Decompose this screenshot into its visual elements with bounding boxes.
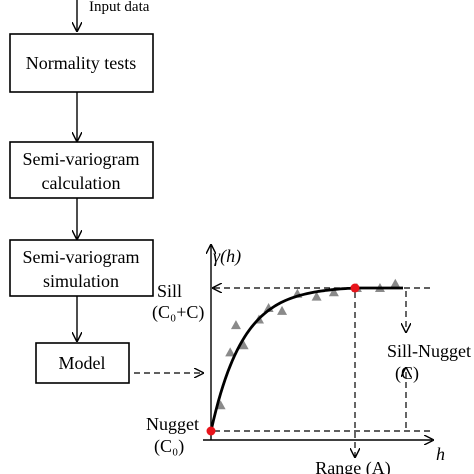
nugget-label: Nugget	[146, 414, 199, 434]
sill-nugget-formula: (C)	[395, 363, 419, 384]
sill-formula: (C₀+C)	[152, 302, 204, 323]
sill-point	[350, 283, 360, 293]
y-axis-label: γ(h)	[213, 246, 241, 267]
observed-point-9	[311, 291, 322, 301]
step-semivariogram-calculation[interactable]: Semi-variogram calculation	[9, 141, 154, 199]
sill-nugget-label: Sill-Nugget	[387, 341, 471, 361]
observed-point-2	[225, 347, 236, 357]
step-label: Normality tests	[26, 53, 137, 73]
step-box	[9, 141, 154, 199]
step-label: Model	[59, 353, 106, 373]
fitted-model-curve	[209, 286, 403, 432]
step-label-line1: Semi-variogram	[23, 247, 140, 267]
observed-points	[215, 278, 401, 410]
step-normality-tests[interactable]: Normality tests	[9, 33, 154, 93]
semivariogram-graph: γ(h) h Sill (C₀+C) Nugget (C₀) Sill-Nugg…	[146, 246, 471, 474]
step-model[interactable]: Model	[35, 342, 130, 384]
step-box	[9, 239, 154, 297]
observed-point-10	[328, 287, 339, 297]
nugget-point	[206, 426, 216, 436]
step-box	[9, 33, 154, 93]
observed-point-4	[238, 340, 249, 350]
observed-point-7	[277, 305, 288, 315]
step-label-line2: calculation	[42, 173, 121, 193]
observed-point-3	[230, 320, 241, 330]
x-axis-label: h	[436, 444, 445, 464]
range-label: Range (A)	[315, 458, 390, 474]
step-box	[35, 342, 130, 384]
step-label-line1: Semi-variogram	[23, 149, 140, 169]
sill-label: Sill	[157, 281, 182, 301]
step-semivariogram-simulation[interactable]: Semi-variogram simulation	[9, 239, 154, 297]
input-data-label: Input data	[89, 0, 150, 15]
step-label-line2: simulation	[43, 271, 119, 291]
nugget-formula: (C₀)	[154, 436, 184, 457]
observed-point-13	[390, 278, 401, 288]
